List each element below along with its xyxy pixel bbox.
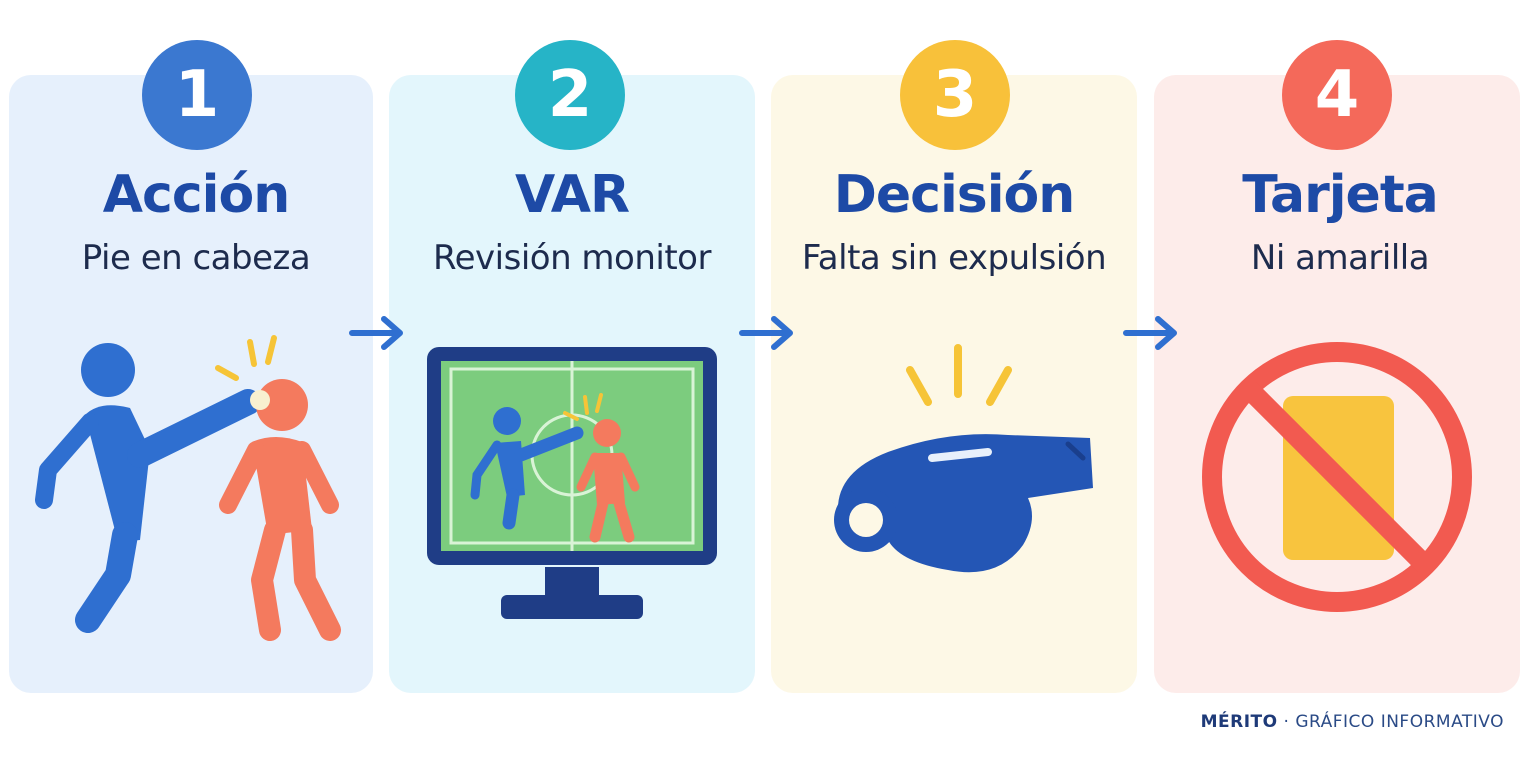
step-subtitle-3: Falta sin expulsión <box>801 238 1107 278</box>
step-title-1: Acción <box>102 165 290 225</box>
step-number-badge-3: 3 <box>900 40 1010 150</box>
arrow-right-icon <box>739 316 793 350</box>
no-yellow-card-icon <box>1202 342 1472 612</box>
step-title-2: VAR <box>515 165 630 225</box>
step-title-3: Decisión <box>833 165 1076 225</box>
footer-label: GRÁFICO INFORMATIVO <box>1295 712 1504 732</box>
step-title-4: Tarjeta <box>1242 165 1439 225</box>
whistle-icon <box>834 344 1093 573</box>
step-card-4 <box>1154 75 1520 693</box>
kick-to-head-icon <box>35 335 341 641</box>
footer-separator: · <box>1277 712 1296 732</box>
step-number-badge-1: 1 <box>142 40 252 150</box>
arrow-right-icon <box>349 316 403 350</box>
step-subtitle-2: Revisión monitor <box>433 238 711 278</box>
footer-credit: MÉRITO · GRÁFICO INFORMATIVO <box>1201 712 1504 732</box>
step-number-badge-2: 2 <box>515 40 625 150</box>
arrow-right-icon <box>1123 316 1177 350</box>
footer-brand: MÉRITO <box>1200 712 1278 732</box>
step-subtitle-4: Ni amarilla <box>1250 238 1430 278</box>
var-monitor-icon <box>427 347 717 619</box>
step-subtitle-1: Pie en cabeza <box>81 238 311 278</box>
step-number-badge-4: 4 <box>1282 40 1392 150</box>
